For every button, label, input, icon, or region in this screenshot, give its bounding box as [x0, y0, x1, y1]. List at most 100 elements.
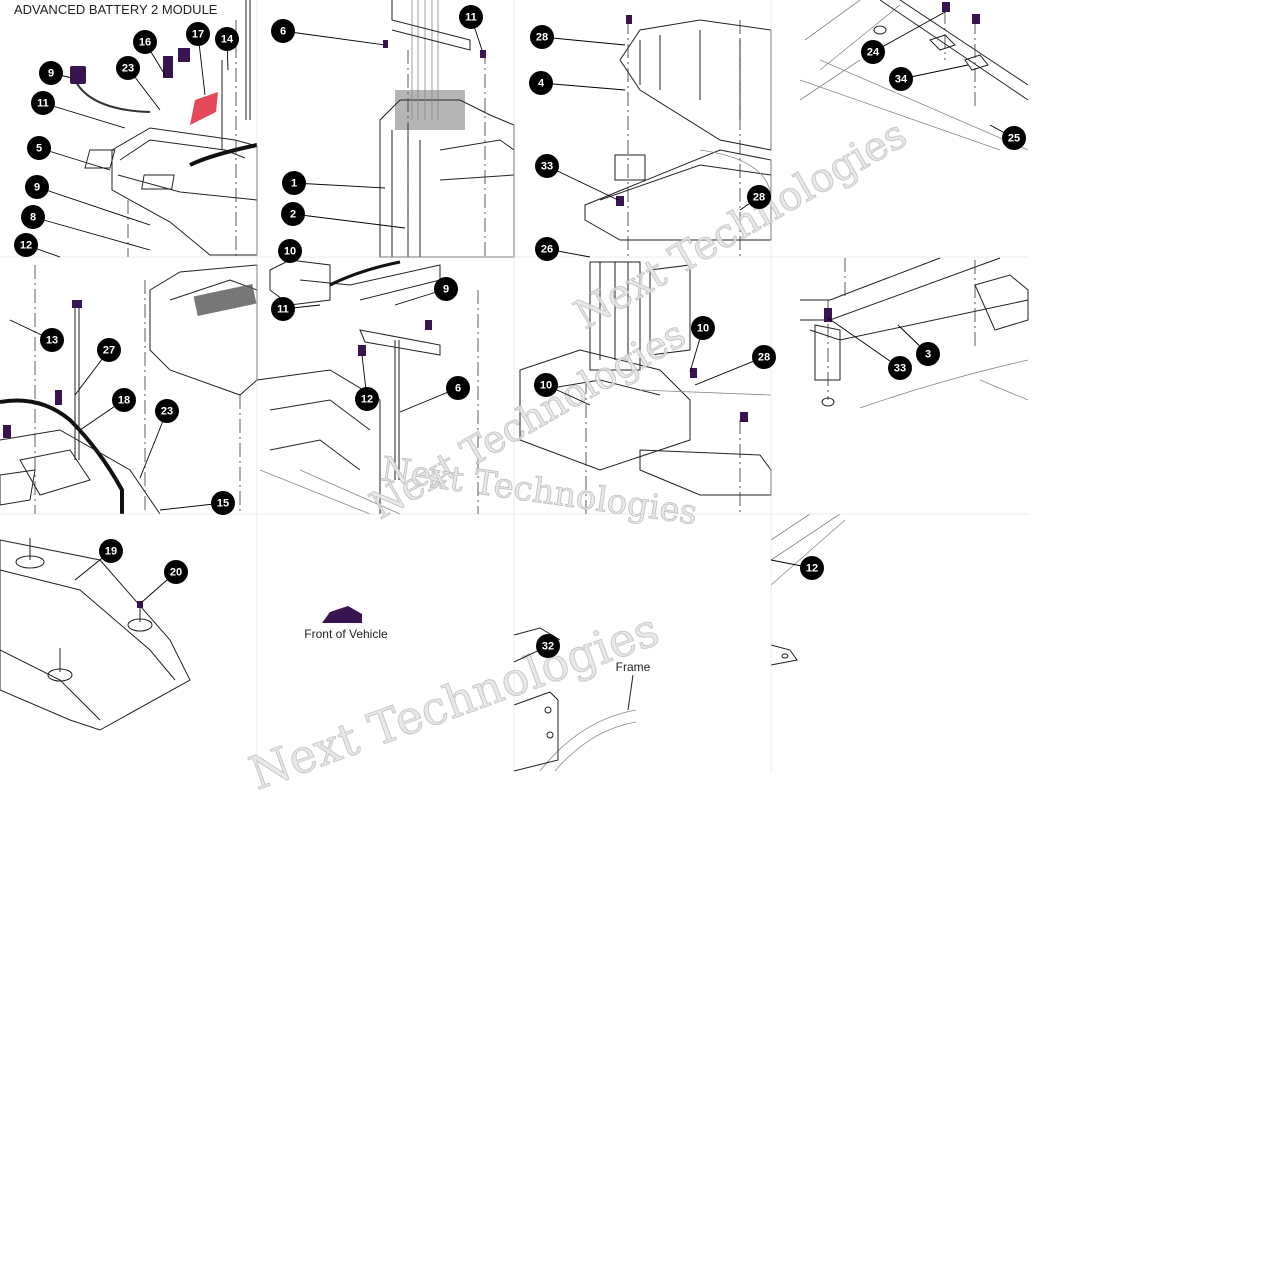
- callout-leader: [694, 356, 765, 386]
- front-of-vehicle-label: Front of Vehicle: [304, 627, 388, 641]
- callout-badge: [889, 67, 913, 91]
- callout-13: 13: [9, 319, 64, 352]
- callout-10: 10: [534, 373, 591, 406]
- callout-number: 5: [36, 143, 42, 155]
- callout-leader: [42, 102, 126, 129]
- callout-12: 12: [14, 233, 61, 258]
- callout-3: 3: [897, 324, 940, 366]
- callout-badge: [1002, 126, 1026, 150]
- callout-badge: [536, 634, 560, 658]
- callout-23: 23: [116, 56, 161, 111]
- callout-23: 23: [139, 399, 179, 479]
- callout-number: 10: [284, 246, 296, 258]
- callout-number: 17: [192, 29, 204, 41]
- callout-number: 2: [290, 209, 296, 221]
- callout-number: 28: [758, 352, 770, 364]
- callout-badge: [691, 316, 715, 340]
- callout-11: 11: [271, 297, 321, 321]
- callout-badge: [446, 376, 470, 400]
- callout-26: 26: [535, 237, 591, 261]
- callout-badge: [99, 539, 123, 563]
- callout-number: 26: [541, 244, 553, 256]
- callout-16: 16: [133, 30, 166, 76]
- callout-badge: [97, 338, 121, 362]
- callout-badge: [186, 22, 210, 46]
- callout-9: 9: [25, 175, 151, 226]
- callout-number: 33: [541, 161, 553, 173]
- callout-badge: [535, 154, 559, 178]
- tile-frame-corner: [770, 513, 846, 666]
- callout-5: 5: [27, 136, 111, 171]
- callout-number: 6: [280, 26, 286, 38]
- callout-number: 10: [540, 380, 552, 392]
- tile-frame-mounting-right: [799, 0, 1029, 151]
- callout-badge: [355, 387, 379, 411]
- callout-number: 20: [170, 567, 182, 579]
- callout-badge: [888, 356, 912, 380]
- tile-frame-lower: [519, 261, 772, 514]
- callout-6: 6: [399, 376, 470, 413]
- callout-badge: [271, 297, 295, 321]
- tile-seams: [0, 0, 1028, 771]
- callout-32: 32: [513, 634, 560, 663]
- callout-9: 9: [394, 277, 458, 306]
- callout-leader: [827, 317, 901, 369]
- callout-badge: [529, 71, 553, 95]
- callout-badge: [281, 202, 305, 226]
- callout-4: 4: [529, 71, 626, 95]
- callout-badge: [14, 233, 38, 257]
- callout-leader: [139, 410, 168, 479]
- callout-number: 32: [542, 641, 554, 653]
- callout-badge: [164, 560, 188, 584]
- callout-badge: [40, 328, 64, 352]
- callout-badge: [459, 5, 483, 29]
- callout-number: 9: [34, 182, 40, 194]
- callout-badge: [112, 388, 136, 412]
- callout-badge: [21, 205, 45, 229]
- callout-number: 16: [139, 37, 151, 49]
- callout-leader: [872, 11, 946, 53]
- callout-number: 12: [361, 394, 373, 406]
- callout-34: 34: [889, 64, 969, 91]
- callout-badge: [211, 491, 235, 515]
- callout-11: 11: [459, 5, 483, 51]
- callout-leader: [546, 165, 619, 201]
- tile-frame-reference: Frame: [513, 627, 651, 772]
- callout-number: 28: [536, 32, 548, 44]
- callout-badge: [535, 237, 559, 261]
- callout-badge: [31, 91, 55, 115]
- callout-27: 27: [74, 338, 121, 396]
- tile-tray-cover-left: [0, 264, 258, 515]
- callout-leader: [540, 82, 626, 91]
- callout-badge: [752, 345, 776, 369]
- diagram-title: ADVANCED BATTERY 2 MODULE: [14, 2, 218, 17]
- callout-number: 11: [37, 98, 49, 110]
- callout-12: 12: [770, 556, 824, 580]
- callout-badge: [434, 277, 458, 301]
- callout-leader: [293, 182, 386, 189]
- callout-number: 3: [925, 349, 931, 361]
- tile-battery-frame-rear: [584, 15, 772, 257]
- callout-number: 33: [894, 363, 906, 375]
- callout-14: 14: [215, 27, 239, 71]
- callout-2: 2: [281, 202, 406, 229]
- callout-number: 19: [105, 546, 117, 558]
- callout-badge: [916, 342, 940, 366]
- callout-number: 18: [118, 395, 130, 407]
- callout-number: 13: [46, 335, 58, 347]
- callout-badge: [534, 373, 558, 397]
- callout-20: 20: [141, 560, 188, 603]
- tile-battery-tray-top-left: ADVANCED BATTERY 2 MODULE: [14, 0, 258, 257]
- callout-leader: [36, 186, 151, 226]
- callout-badge: [27, 136, 51, 160]
- callout-badge: [215, 27, 239, 51]
- callout-10: 10: [278, 239, 302, 263]
- callout-6: 6: [271, 19, 386, 46]
- callout-number: 1: [291, 178, 297, 190]
- callout-24: 24: [861, 11, 946, 64]
- callout-badge: [530, 25, 554, 49]
- callout-number: 25: [1008, 133, 1020, 145]
- callout-leader: [292, 213, 406, 229]
- callout-badge: [133, 30, 157, 54]
